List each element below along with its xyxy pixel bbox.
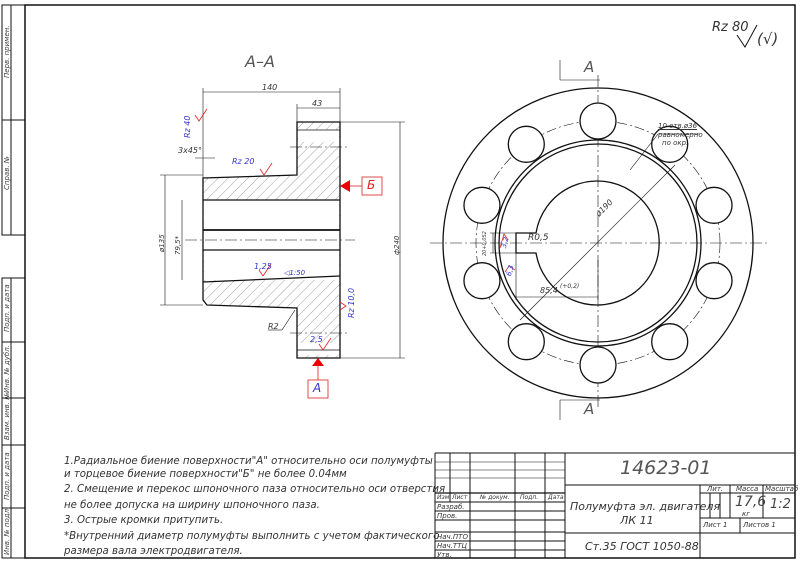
general-roughness-symbol [736, 24, 758, 48]
key-depth: 85,4 [540, 286, 558, 295]
side-stamp: Инв. № подл. [3, 506, 11, 555]
lit-label: Лит. [707, 485, 724, 493]
roughness-rz20: Rz 20 [232, 157, 255, 166]
holes-note-2: равномерно [658, 131, 703, 139]
roughness-rz10: Rz 10,0 [347, 287, 356, 318]
mass-unit: кг [742, 510, 750, 518]
col-sign: Подп. [520, 494, 539, 501]
radius-r05: R0,5 [528, 233, 549, 243]
side-stamp: Подп. и дата [3, 284, 11, 332]
bolt-hole [651, 125, 689, 163]
roughness-rz40: Rz 40 [183, 115, 192, 138]
datum-a: А [313, 381, 322, 395]
datum-b: Б [367, 178, 376, 192]
side-stamp-frame [1, 4, 26, 559]
bolt-hole [507, 125, 545, 163]
technical-notes: 1.Радиальное биение поверхности"А" относ… [64, 454, 445, 560]
general-roughness-paren: (√) [757, 30, 779, 48]
col-list: Лист [452, 494, 468, 501]
row-prov: Пров. [437, 512, 458, 520]
section-mark-bottom: А [584, 400, 595, 418]
key-width: 20+0,052 [482, 231, 488, 256]
note-line: размера вала электродвигателя. [64, 546, 243, 557]
note-line: 3. Острые кромки притупить. [64, 515, 224, 526]
dim-795: 79,5* [174, 235, 182, 255]
front-view [430, 60, 770, 420]
sheet-count: Листов 1 [743, 521, 776, 529]
dim-140: 140 [262, 83, 278, 92]
side-stamp: Инв. № дубл. [3, 345, 11, 393]
title-block-lines [434, 452, 795, 558]
side-stamp: Взам. инв. № [3, 392, 11, 440]
side-stamp: Справ. № [3, 155, 11, 190]
row-razrab: Разраб. [437, 503, 465, 511]
radius-r2: R2 [268, 322, 279, 331]
dim-43: 43 [312, 99, 323, 108]
note-line: не более допуска на ширину шпоночного па… [64, 499, 320, 511]
sheet-number: Лист 1 [703, 521, 728, 529]
bolt-hole [463, 262, 501, 300]
bolt-hole [463, 186, 501, 224]
bolt-hole [507, 323, 545, 361]
row-nach-ttc: Нач.ТТЦ [437, 542, 467, 550]
dim-d240: ф240 [393, 235, 401, 255]
mass-value: 17,6 [735, 494, 767, 510]
roughness-125: 1,25 [254, 262, 272, 271]
col-izm: Изм [437, 494, 450, 501]
part-name-2: ЛК 11 [620, 514, 654, 527]
mass-label: Масса [736, 485, 759, 493]
row-utv: Утв. [437, 551, 452, 559]
note-line: и торцевое биение поверхности"Б" не боле… [64, 468, 347, 480]
col-date: Дата [548, 494, 564, 501]
dim-d135: ø135 [158, 234, 166, 252]
holes-note-3: по окр. [662, 139, 689, 147]
material: Ст.35 ГОСТ 1050-88 [585, 540, 699, 553]
side-stamp: Подп. и дата [3, 452, 11, 500]
note-line: 2. Смещение и перекос шпоночного паза от… [64, 484, 446, 495]
section-title: А–А [245, 52, 275, 71]
bolt-hole [579, 346, 617, 384]
bolt-hole [651, 323, 689, 361]
roughness-25: 2,5 [310, 335, 323, 344]
chamfer-label: 3x45° [178, 146, 203, 155]
note-line: 1.Радиальное биение поверхности"А" относ… [64, 456, 433, 467]
holes-note-1: 10 отв.ø36 [658, 122, 698, 130]
row-nach-pto: Нач.ПТО [437, 533, 468, 541]
document-number: 14623-01 [620, 457, 712, 479]
key-tolerance: (+0,2) [560, 283, 580, 290]
side-stamp: Перв. примен. [3, 25, 11, 78]
bolt-hole [695, 186, 733, 224]
col-doc: № докум. [480, 494, 510, 501]
note-line: *Внутренний диаметр полумуфты выполнить … [64, 530, 440, 542]
scale-value: 1:2 [770, 497, 791, 512]
scale-label: Масштаб [765, 485, 799, 493]
taper-label: ◁1:50 [284, 269, 306, 277]
section-mark-top: А [584, 58, 595, 76]
bolt-hole [579, 102, 617, 140]
part-name-1: Полумуфта эл. двигателя [570, 500, 721, 513]
bolt-hole [695, 262, 733, 300]
section-view [160, 88, 405, 399]
general-roughness: Rz 80 [712, 20, 749, 35]
